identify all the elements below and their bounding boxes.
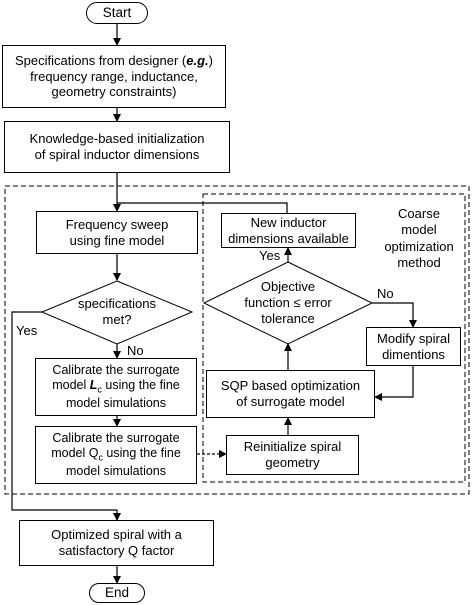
initialization-box: Knowledge-based initialization of spiral… bbox=[4, 121, 230, 173]
outer-loop-region bbox=[4, 185, 470, 495]
arrow-decision-yes bbox=[11, 311, 121, 521]
modify-dimensions-box: Modify spiral dimentions bbox=[366, 327, 461, 366]
objective-no-label: No bbox=[377, 286, 394, 301]
specifications-met-text: specifications met? bbox=[77, 296, 157, 327]
new-dimensions-box: New inductor dimensions available bbox=[221, 213, 356, 248]
frequency-sweep-box: Frequency sweep using fine model bbox=[36, 211, 198, 254]
objective-text: Objective function ≤ error tolerance bbox=[244, 279, 332, 326]
coarse-model-region bbox=[202, 193, 466, 483]
sqp-optimization-box: SQP based optimization of surrogate mode… bbox=[206, 370, 375, 418]
end-terminal: End bbox=[89, 583, 145, 603]
objective-yes-label: Yes bbox=[259, 248, 281, 263]
calibrate-qc-box: Calibrate the surrogate model Qc using t… bbox=[35, 426, 197, 484]
optimized-spiral-box: Optimized spiral with a satisfactory Q f… bbox=[19, 520, 214, 566]
coarse-model-region-label: Coarse model optimization method bbox=[384, 206, 454, 270]
specifications-box: Specifications from designer (e.g.) freq… bbox=[2, 45, 226, 108]
objective-diamond bbox=[202, 261, 374, 345]
specs-no-label: No bbox=[127, 343, 144, 358]
specs-yes-label: Yes bbox=[16, 323, 38, 338]
arrow-modify-to-sqp bbox=[374, 366, 414, 401]
reinitialize-box: Reinitialize spiral geometry bbox=[226, 435, 359, 475]
specifications-met-diamond bbox=[40, 280, 194, 345]
start-terminal: Start bbox=[86, 2, 148, 24]
calibrate-lc-box: Calibrate the surrogate model Lc using t… bbox=[35, 358, 197, 416]
arrow-objective-no bbox=[372, 302, 417, 328]
loop-back-merge-line bbox=[117, 202, 288, 213]
